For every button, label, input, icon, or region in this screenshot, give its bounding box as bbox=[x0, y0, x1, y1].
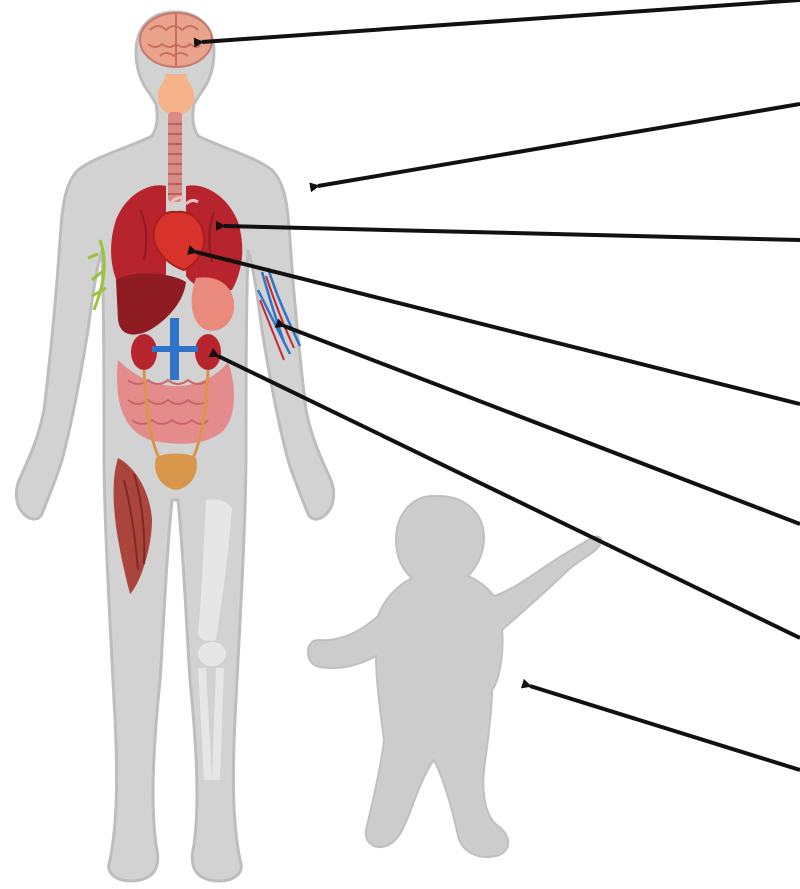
brain bbox=[140, 13, 212, 67]
adult-body bbox=[16, 12, 333, 881]
arrow-lungs bbox=[224, 226, 800, 240]
arrow-brain bbox=[202, 0, 800, 42]
child-silhouette bbox=[308, 496, 601, 857]
arrow-child bbox=[530, 686, 800, 770]
arrow-body bbox=[318, 104, 800, 186]
child-body bbox=[308, 496, 601, 857]
trachea bbox=[168, 112, 182, 202]
